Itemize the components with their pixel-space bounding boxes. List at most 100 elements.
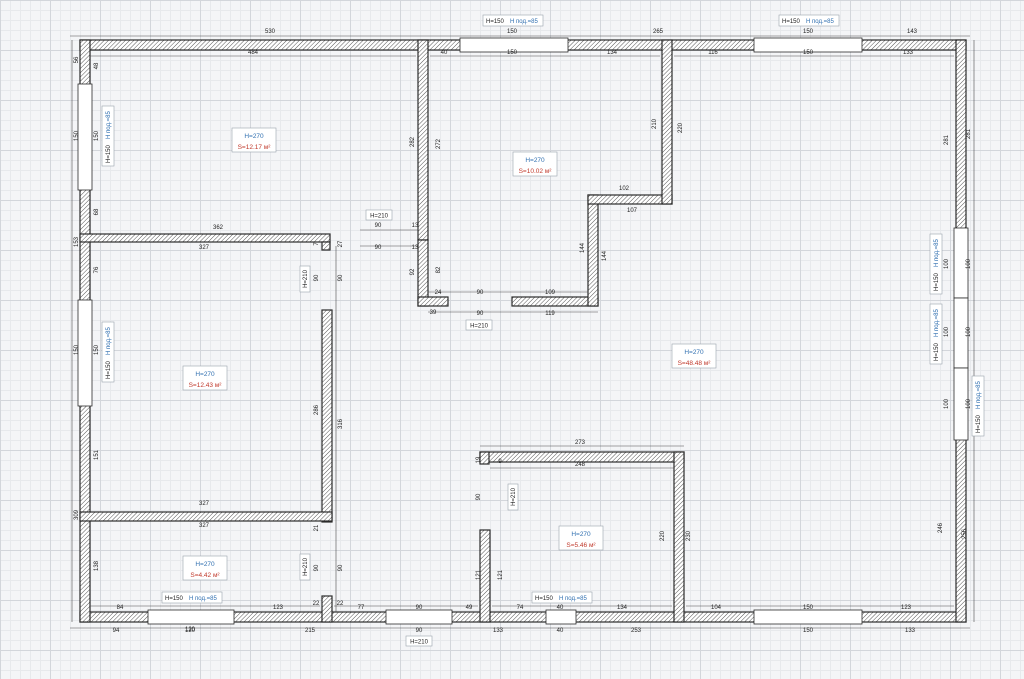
dimension-label: 40 xyxy=(441,50,448,56)
window-height: H=150 xyxy=(934,342,940,361)
dimension-label: 248 xyxy=(575,462,586,468)
dimension-label: 150 xyxy=(803,29,814,35)
dimension-label: 27 xyxy=(338,240,344,247)
dimension-label: 100 xyxy=(944,258,950,269)
wall-room6-right xyxy=(321,595,333,623)
dimension-label: 121 xyxy=(476,569,482,580)
dimension-label: 220 xyxy=(678,122,684,133)
dimension-label: 121 xyxy=(498,569,504,580)
window-height: H=150 xyxy=(486,19,505,25)
wall-room2-step-horizontal xyxy=(587,194,673,205)
dimension-label: 327 xyxy=(199,245,210,251)
dimension-label: 90 xyxy=(375,223,382,229)
dimension-label: 150 xyxy=(803,628,814,634)
wall-room2-bottom-left xyxy=(417,296,449,307)
room-tag-4: H=270 S=48.48 м² xyxy=(671,343,717,369)
dimension-label: 13 xyxy=(412,223,419,229)
dimension-label: 104 xyxy=(711,605,722,611)
door-entrance xyxy=(385,609,453,625)
room-area: S=10.02 м² xyxy=(519,168,553,175)
door-tag-5: H=210 xyxy=(299,553,311,581)
dimension-label: 107 xyxy=(627,208,638,214)
walls xyxy=(79,39,967,623)
dimension-label: 9 xyxy=(498,459,502,465)
wall-room3-right-upper xyxy=(321,241,331,251)
dimension-label: 22 xyxy=(313,601,320,607)
door-height: H=210 xyxy=(410,640,429,646)
dimension-label: 273 xyxy=(575,440,586,446)
window-left-2 xyxy=(77,299,93,407)
dimension-label: 246 xyxy=(938,522,944,533)
window-height: H=150 xyxy=(976,414,982,433)
room-area: S=4.42 м² xyxy=(190,572,220,579)
wall-room1-bottom xyxy=(79,233,331,243)
dimension-label: 49 xyxy=(466,605,473,611)
dimension-label: 92 xyxy=(410,268,416,275)
dimension-label: 220 xyxy=(660,530,666,541)
room-tag-1: H=270 S=12.17 м² xyxy=(231,127,277,153)
dimension-label: 90 xyxy=(476,493,482,500)
door-tag-3: H=210 xyxy=(465,319,493,331)
dimension-label: 144 xyxy=(580,242,586,253)
dimension-label: 150 xyxy=(94,130,100,141)
room-tag-3: H=270 S=12.43 м² xyxy=(182,365,228,391)
window-tag-2: H=150 H под.=85 xyxy=(778,14,840,27)
dimension-label: 123 xyxy=(901,605,912,611)
dimension-label: 215 xyxy=(305,628,316,634)
dimension-label: 90 xyxy=(416,605,423,611)
dimension-label: 153 xyxy=(74,236,80,247)
window-height: H=150 xyxy=(106,360,112,379)
dimension-label: 21 xyxy=(314,524,320,531)
dimension-label: 362 xyxy=(213,225,224,231)
wall-room1-right xyxy=(417,39,429,241)
dimension-label: 24 xyxy=(435,290,442,296)
dimension-label: 138 xyxy=(94,560,100,571)
room-height: H=270 xyxy=(195,371,215,378)
dimension-label: 256 xyxy=(962,528,968,539)
dimension-label: 90 xyxy=(314,564,320,571)
dimension-label: 230 xyxy=(686,530,692,541)
door-tag-6: H=210 xyxy=(405,635,433,647)
dimension-label: 68 xyxy=(94,208,100,215)
dimension-label: 40 xyxy=(557,628,564,634)
dimension-label: 265 xyxy=(653,29,664,35)
window-sill: H под.=85 xyxy=(106,327,112,355)
dimension-label: 143 xyxy=(907,29,918,35)
dimension-label: 120 xyxy=(185,627,196,633)
wall-room2-right xyxy=(661,39,673,205)
dimension-label: 22 xyxy=(337,601,344,607)
room-area: S=12.43 м² xyxy=(189,382,223,389)
dimension-label: 134 xyxy=(617,605,628,611)
room-height: H=270 xyxy=(525,157,545,164)
dimension-label: 90 xyxy=(477,290,484,296)
window-height: H=150 xyxy=(782,19,801,25)
dimension-label: 90 xyxy=(477,311,484,317)
dimension-label: 119 xyxy=(545,311,555,317)
dimension-label: 102 xyxy=(619,186,630,192)
window-sill: H под.=85 xyxy=(189,596,217,602)
window-sill: H под.=85 xyxy=(510,19,538,25)
openings xyxy=(77,37,969,625)
room-tag-2: H=270 S=10.02 м² xyxy=(512,151,558,177)
window-bottom-1 xyxy=(147,609,235,625)
door-height: H=210 xyxy=(303,557,309,576)
dimension-label: 84 xyxy=(117,605,124,611)
window-bottom-2 xyxy=(545,609,577,625)
dimension-label: 7 xyxy=(314,242,320,246)
dimension-label: 100 xyxy=(944,326,950,337)
dimension-label: 13 xyxy=(412,245,419,251)
dimension-label: 327 xyxy=(199,523,210,529)
dimension-label: 150 xyxy=(94,344,100,355)
window-tag-4: H=150 H под.=85 xyxy=(101,321,115,383)
door-height: H=210 xyxy=(303,269,309,288)
room-height: H=270 xyxy=(571,531,591,538)
dimension-label: 76 xyxy=(94,266,100,273)
window-sill: H под.=85 xyxy=(934,239,940,267)
dimension-label: 77 xyxy=(358,605,365,611)
door-height: H=210 xyxy=(511,487,517,506)
dimension-label: 281 xyxy=(966,128,972,139)
dimension-label: 484 xyxy=(248,50,259,56)
dimension-label: 56 xyxy=(74,56,80,63)
door-tag-4: H=210 xyxy=(507,483,519,511)
dimension-label: 90 xyxy=(375,245,382,251)
